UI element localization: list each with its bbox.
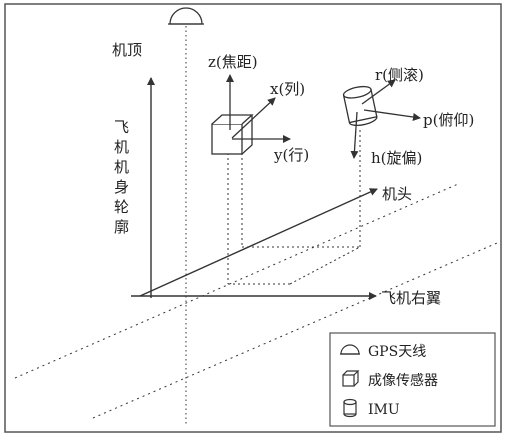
legend-item-imu: IMU	[368, 402, 400, 418]
fuselage-outline-right	[92, 242, 498, 419]
x-axis-label: x(列)	[270, 80, 305, 98]
y-axis-label: y(行)	[273, 146, 309, 164]
right-wing-label: 飞机右翼	[381, 289, 441, 307]
imu-cylinder	[342, 85, 378, 127]
h-axis-line	[350, 111, 359, 159]
z-axis-label: z(焦距)	[208, 53, 258, 71]
legend: GPS天线 成像传感器 IMU	[329, 332, 496, 427]
gps-antenna-icon	[340, 344, 360, 355]
svg-text:轮: 轮	[114, 198, 129, 216]
svg-text:廓: 廓	[114, 218, 129, 236]
fuselage-outline-label: 飞 机 机 身 轮 廓	[114, 118, 129, 236]
imu-icon	[343, 398, 357, 418]
projection-lines	[227, 128, 361, 285]
h-axis-label: h(旋偏)	[371, 149, 422, 167]
nose-axis	[139, 188, 378, 297]
svg-text:机: 机	[114, 138, 129, 156]
legend-item-camera: 成像传感器	[368, 372, 438, 389]
p-axis-line	[363, 109, 421, 121]
outer-frame	[4, 3, 502, 433]
r-axis-line	[361, 79, 396, 105]
nose-label: 机头	[382, 185, 412, 203]
r-axis-label: r(侧滚)	[375, 66, 424, 84]
svg-text:飞: 飞	[114, 118, 129, 136]
x-axis-line	[231, 97, 276, 139]
aircraft-top-label: 机顶	[112, 41, 142, 59]
fuselage-outline-left	[14, 183, 459, 379]
svg-text:身: 身	[114, 178, 129, 196]
legend-item-gps: GPS天线	[368, 344, 426, 360]
svg-text:机: 机	[114, 158, 129, 176]
camera-sensor-icon	[342, 370, 360, 387]
camera-sensor-cube	[211, 114, 254, 155]
p-axis-label: p(俯仰)	[423, 111, 474, 129]
gps-antenna-icon	[168, 7, 204, 25]
